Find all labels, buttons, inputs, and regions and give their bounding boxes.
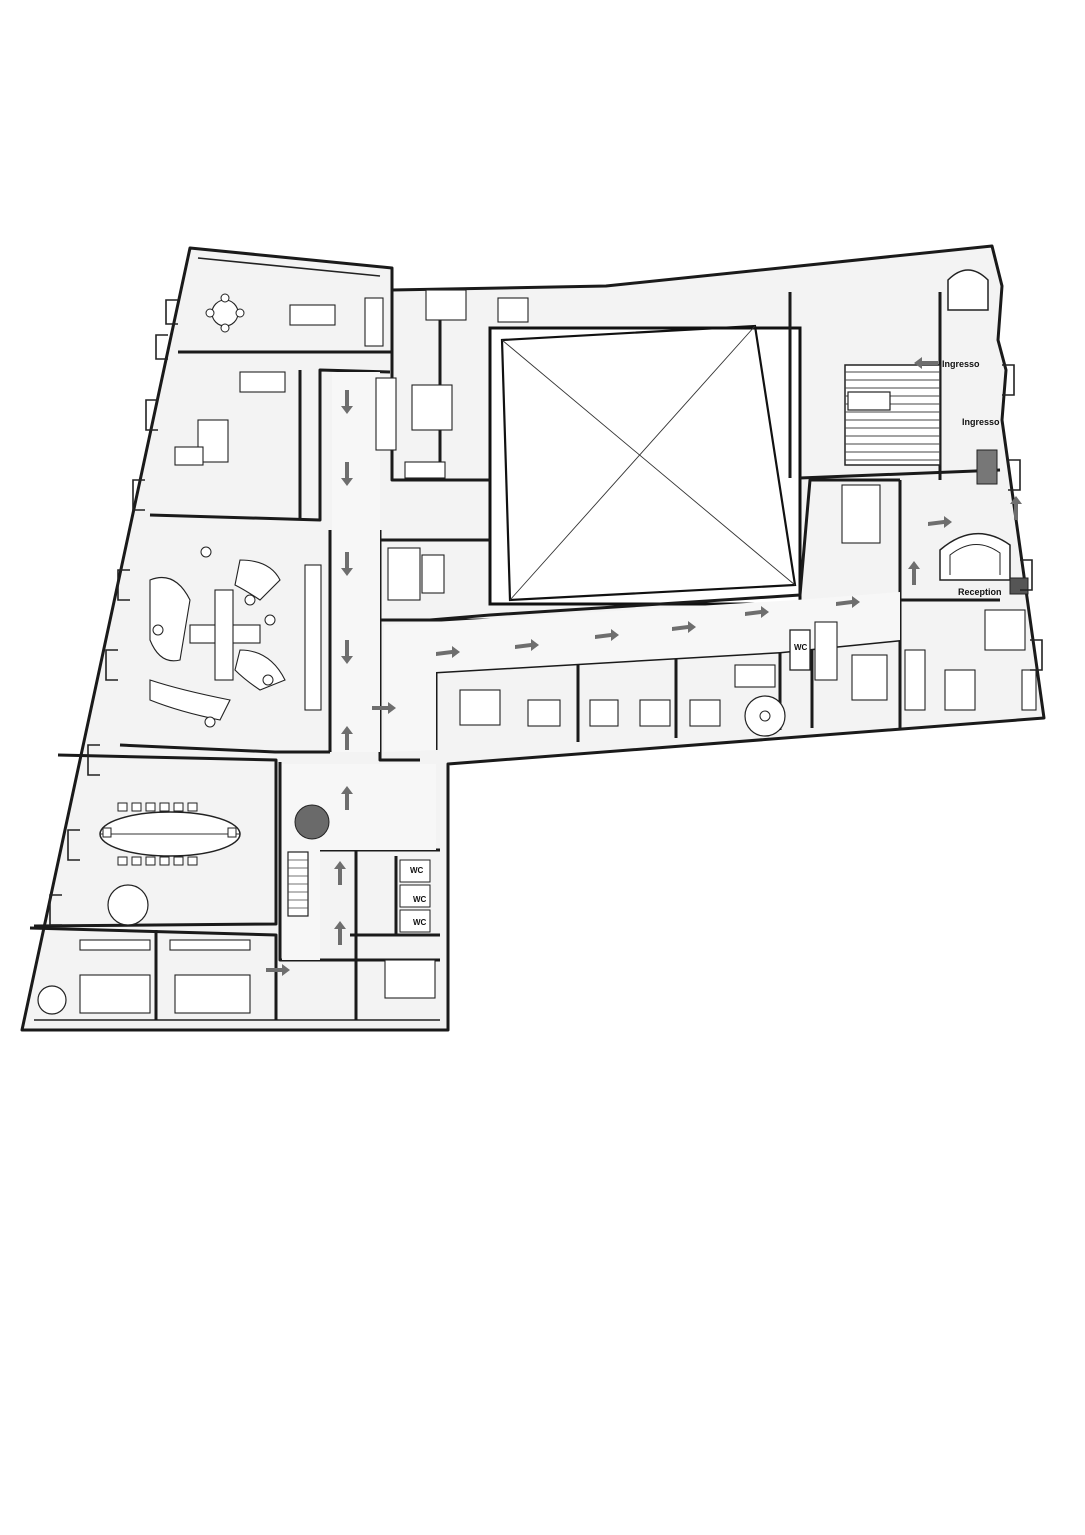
top-left-furniture bbox=[174, 289, 529, 479]
entrance-label-top: Ingresso bbox=[942, 359, 980, 369]
window-niches bbox=[49, 299, 1043, 926]
wc-fixtures bbox=[399, 629, 811, 933]
entrance-label-side: Ingresso bbox=[962, 417, 1000, 427]
open-office-desks bbox=[149, 546, 322, 728]
office-desks bbox=[79, 484, 1037, 1014]
courtyard bbox=[488, 324, 802, 606]
wc-label-3: WC bbox=[413, 895, 427, 904]
secondary-staircases bbox=[37, 695, 786, 1015]
main-staircase bbox=[844, 364, 941, 466]
wc-label-4: WC bbox=[413, 918, 427, 927]
reception-desk bbox=[939, 269, 1029, 595]
wc-label-1: WC bbox=[794, 643, 808, 652]
direction-arrows bbox=[266, 357, 1022, 976]
wc-label-2: WC bbox=[410, 866, 424, 875]
plan-labels: Ingresso Ingresso Reception WC WC WC WC bbox=[410, 359, 1002, 927]
conference-table bbox=[99, 802, 241, 866]
reception-label: Reception bbox=[958, 587, 1002, 597]
